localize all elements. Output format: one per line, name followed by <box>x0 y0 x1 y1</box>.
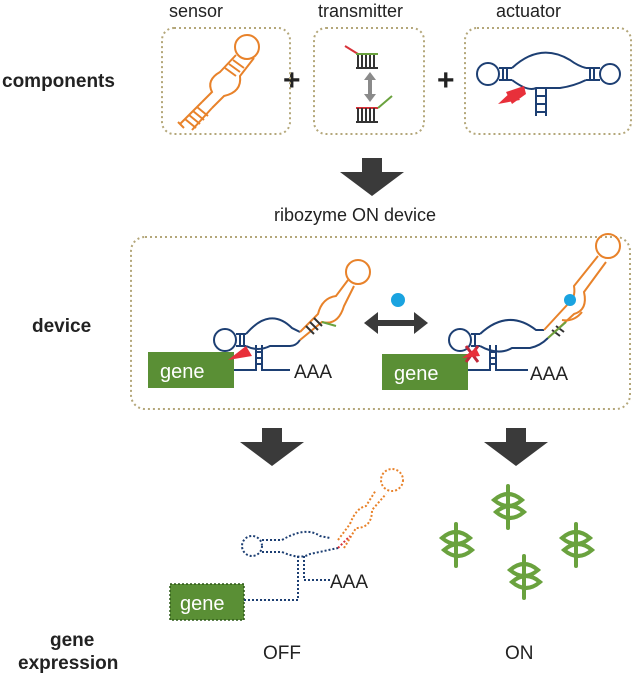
protein-icon-4 <box>506 554 544 600</box>
gene-expression-label-line2: expression <box>18 653 119 674</box>
protein-icon-2 <box>438 522 476 568</box>
on-label: ON <box>505 643 534 664</box>
cleavage-arrowhead-icon <box>498 90 520 104</box>
transmitter-double-arrow <box>364 72 376 102</box>
transmitter-label: transmitter <box>318 1 404 21</box>
device-right-cleavage-arrow-icon <box>462 348 480 358</box>
plus-sign-1: + <box>283 64 301 97</box>
plus-sign-2: + <box>437 64 455 97</box>
device-row-label: device <box>32 316 92 337</box>
sensor-component-box <box>161 27 291 135</box>
device-right-ribozyme <box>448 318 549 371</box>
actuator-ribozyme <box>476 51 621 116</box>
bound-ligand-icon <box>564 294 576 306</box>
sensor-aptamer <box>177 34 260 131</box>
gene-box-left-label: gene <box>160 361 205 383</box>
device-left-ribozyme <box>213 317 301 371</box>
device-left-cleavage-arrow-icon <box>228 346 252 360</box>
gene-box-right-label: gene <box>394 363 439 385</box>
device-title: ribozyme ON device <box>274 205 437 225</box>
aaa-off: AAA <box>330 572 368 593</box>
gene-expression-label-line1: gene <box>50 630 95 651</box>
aaa-right: AAA <box>530 364 568 385</box>
gene-box-off <box>169 583 245 621</box>
off-degraded-rna <box>241 468 404 601</box>
device-left-transmitter <box>305 317 323 335</box>
device-left-transmitter-green <box>321 321 337 327</box>
down-block-arrow-1 <box>340 158 404 196</box>
equilibrium-double-arrow <box>364 312 428 334</box>
off-label: OFF <box>263 643 301 664</box>
gene-box-right <box>382 354 468 390</box>
device-left-sensor <box>299 259 371 341</box>
actuator-component-box <box>464 27 632 135</box>
down-block-arrow-off <box>240 428 304 466</box>
down-block-arrow-on <box>484 428 548 466</box>
device-box <box>130 236 631 410</box>
actuator-label: actuator <box>496 1 562 21</box>
sensor-label: sensor <box>169 1 224 21</box>
components-row-label: components <box>2 71 115 92</box>
device-right-sensor <box>543 233 621 339</box>
device-right-transmitter-green <box>547 321 567 339</box>
protein-icons <box>438 484 596 600</box>
ligand-icon <box>391 293 405 307</box>
protein-icon-1 <box>490 484 528 530</box>
aaa-left: AAA <box>294 362 332 383</box>
gene-box-left <box>148 352 234 388</box>
gene-box-off-label: gene <box>180 593 225 615</box>
protein-icon-3 <box>558 522 596 568</box>
transmitter-component-box <box>313 27 425 135</box>
transmitter-states <box>344 45 393 123</box>
device-right-transmitter <box>551 325 565 337</box>
